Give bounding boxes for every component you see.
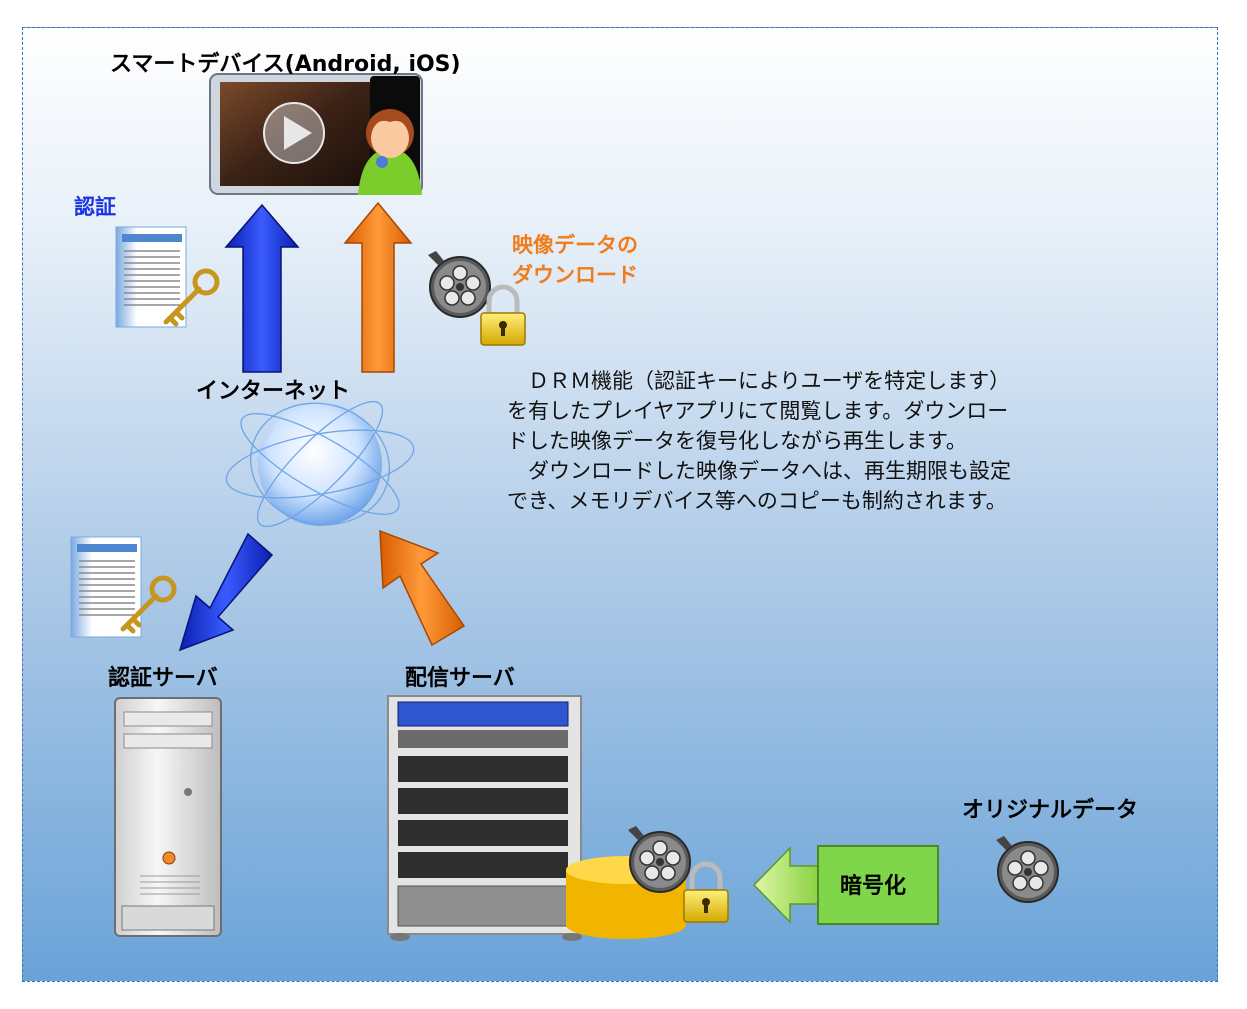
globe-icon [225, 400, 415, 528]
user-icon [358, 109, 422, 195]
original-data-label: オリジナルデータ [962, 798, 1139, 823]
encryption-arrow [752, 846, 823, 924]
download-label-line1: 映像データの [512, 233, 638, 257]
film-reel-icon [995, 835, 1059, 903]
download-arrow-diagonal [379, 529, 466, 647]
rack-server-icon [387, 695, 582, 941]
smart-device-label: スマートデバイス(Android, iOS) [110, 52, 461, 77]
auth-server-label: 認証サーバ [108, 666, 218, 691]
auth-upload-arrow [224, 203, 300, 373]
distribution-server-label: 配信サーバ [405, 666, 515, 691]
auth-arrow-diagonal [178, 532, 274, 652]
auth-label: 認証 [74, 195, 116, 219]
tower-server-icon [114, 697, 222, 937]
padlock-icon [481, 287, 525, 345]
drm-description: ＤＲＭ機能（認証キーによりユーザを特定します） を有したプレイヤアプリにて閲覧し… [507, 369, 1011, 513]
download-arrow-up [343, 201, 413, 373]
internet-label: インターネット [196, 379, 351, 404]
encryption-label: 暗号化 [840, 874, 907, 899]
film-reel-icon [627, 825, 691, 893]
film-reel-icon [427, 250, 491, 318]
download-label-line2: ダウンロード [512, 263, 638, 287]
encryption-box [817, 845, 939, 925]
padlock-icon [684, 864, 728, 922]
play-icon [263, 102, 325, 164]
